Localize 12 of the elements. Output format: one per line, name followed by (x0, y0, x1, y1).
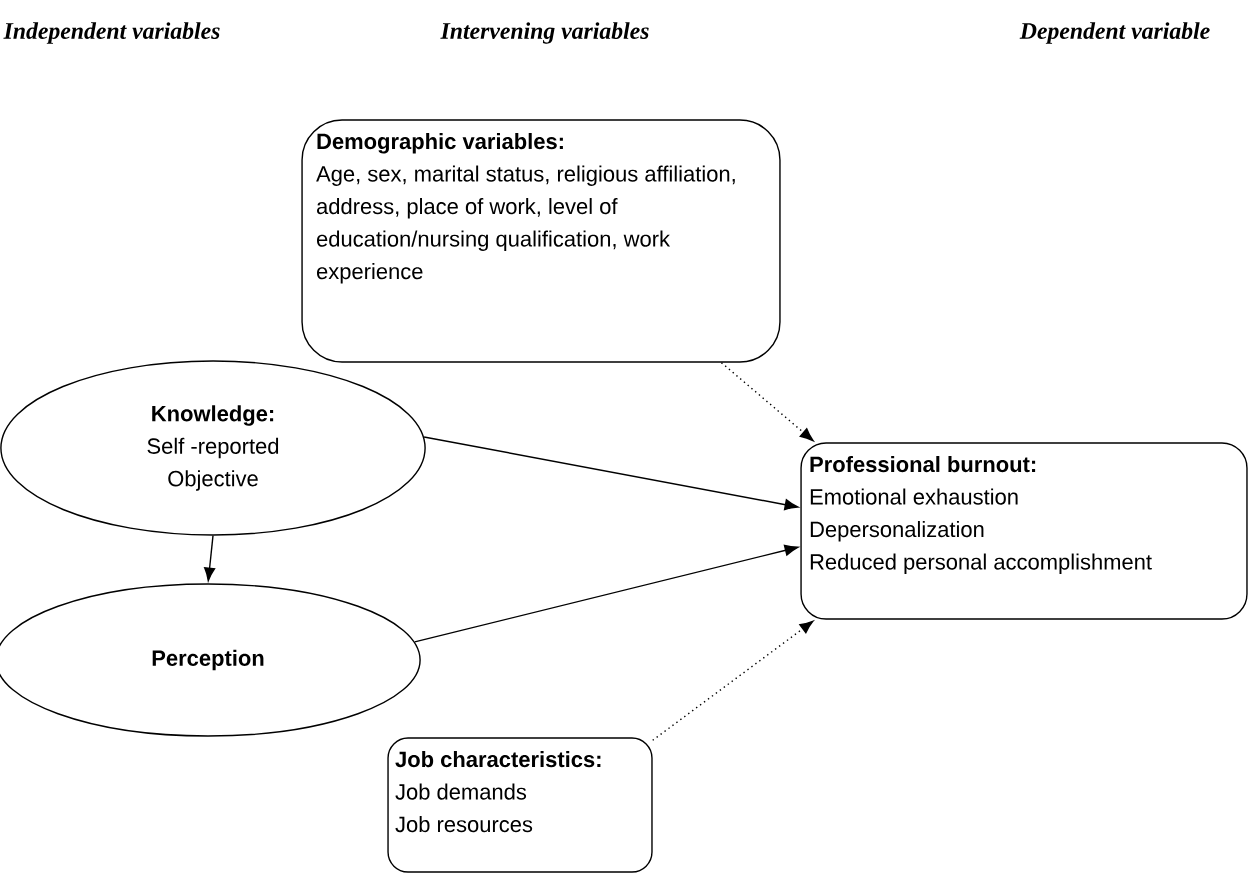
arrow (414, 544, 799, 643)
arrow (720, 361, 814, 442)
rounded-box: Professional burnout: Emotional exhaustion Depersonalization Reduced personal accomplishment (800, 442, 1248, 620)
column-heading: Independent variables (3, 22, 220, 44)
column-heading: Intervening variables (440, 22, 649, 44)
column-heading: Dependent variable (1019, 22, 1210, 44)
rounded-box: Job characteristics: Job demands Job resources (387, 737, 653, 873)
ellipse-node: Knowledge: Self -reported Objective (0, 360, 426, 536)
rounded-box: Demographic variables: Age, sex, marital status, religious affiliation, address, place of work, level of education/nursing qualification, work experience (301, 119, 781, 363)
arrow (651, 620, 814, 741)
arrow (423, 436, 799, 511)
arrow (204, 535, 216, 582)
